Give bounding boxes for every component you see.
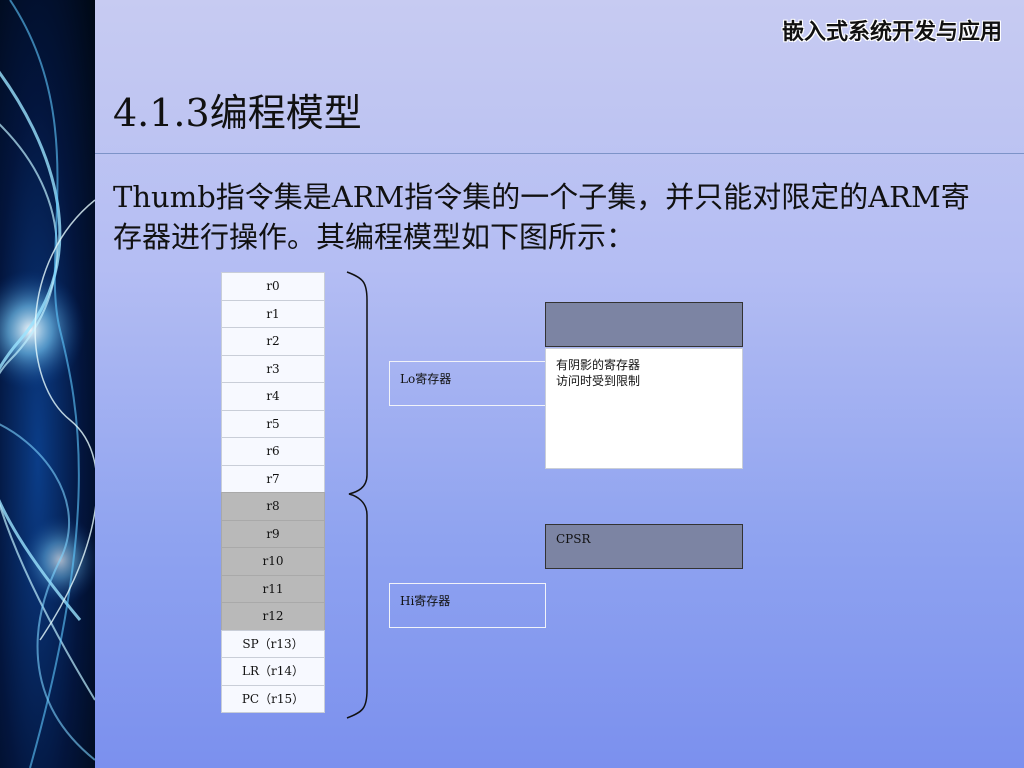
register-column: r0 r1 r2 r3 r4 r5 r6 r7 r8 r9 r10 r11 r1… <box>221 272 325 713</box>
register-cell: r5 <box>221 409 325 438</box>
light-swirl-graphic <box>0 0 95 768</box>
register-cell-shaded: r12 <box>221 602 325 631</box>
register-cell: LR（r14） <box>221 657 325 686</box>
course-title: 嵌入式系统开发与应用 <box>781 20 1002 45</box>
legend-line-2: 访问时受到限制 <box>556 374 641 388</box>
slide-title: 4.1.3编程模型 <box>113 91 362 135</box>
legend-shaded-swatch <box>545 302 743 347</box>
lo-register-label: Lo寄存器 <box>389 361 546 406</box>
register-cell: r3 <box>221 354 325 383</box>
register-cell: PC（r15） <box>221 684 325 713</box>
register-cell: r2 <box>221 327 325 356</box>
hi-register-label: Hi寄存器 <box>389 583 546 628</box>
register-cell: r4 <box>221 382 325 411</box>
grouping-brace <box>346 271 368 719</box>
register-cell: r7 <box>221 464 325 493</box>
decorative-sidebar <box>0 0 95 768</box>
register-cell: r1 <box>221 299 325 328</box>
legend-text-box: 有阴影的寄存器 访问时受到限制 <box>545 348 743 469</box>
legend-line-1: 有阴影的寄存器 <box>556 358 641 372</box>
register-cell-shaded: r11 <box>221 574 325 603</box>
register-cell: r6 <box>221 437 325 466</box>
register-cell: SP（r13） <box>221 629 325 658</box>
cpsr-register: CPSR <box>545 524 743 569</box>
register-cell-shaded: r8 <box>221 492 325 521</box>
title-divider <box>95 153 1024 154</box>
slide-body-text: Thumb指令集是ARM指令集的一个子集，并只能对限定的ARM寄存器进行操作。其… <box>113 180 970 254</box>
register-cell-shaded: r10 <box>221 547 325 576</box>
register-cell-shaded: r9 <box>221 519 325 548</box>
register-cell: r0 <box>221 272 325 301</box>
